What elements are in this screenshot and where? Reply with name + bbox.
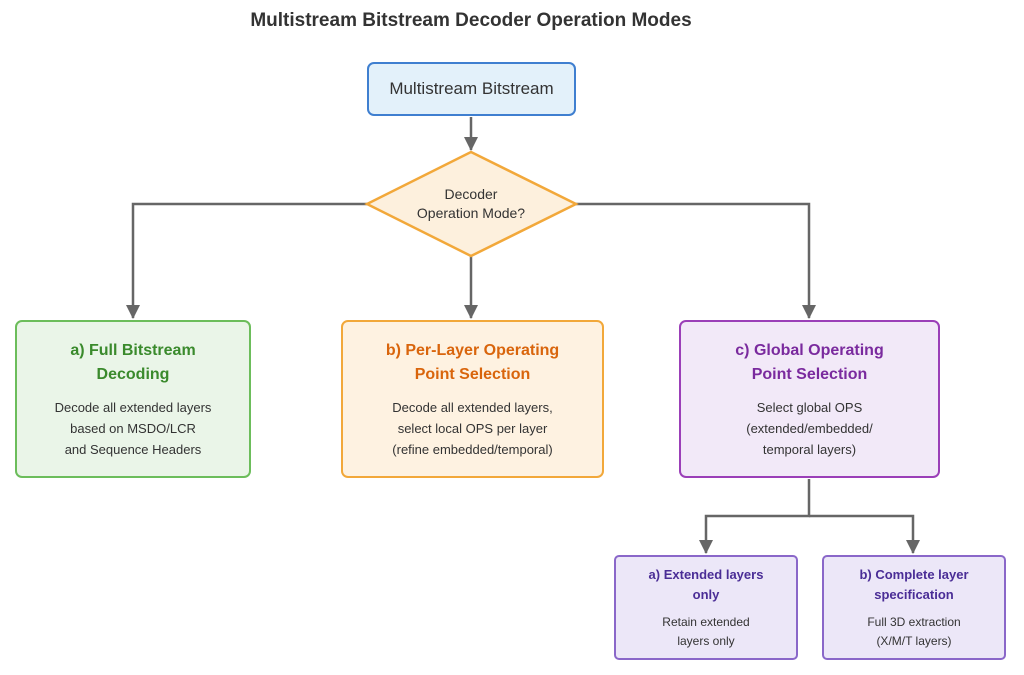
- node-complete-layer-spec: b) Complete layer specification Full 3D …: [822, 555, 1006, 660]
- edge-mode-c-to-sub-1: [699, 479, 811, 554]
- decision-diamond: [364, 150, 579, 258]
- node-multistream-bitstream-label: Multistream Bitstream: [389, 79, 554, 98]
- node-multistream-bitstream: Multistream Bitstream: [367, 62, 576, 116]
- node-complete-layer-spec-title: b) Complete layer specification: [859, 566, 969, 602]
- edge-decision-to-mode-c: [575, 202, 816, 319]
- node-extended-layers-only-title: a) Extended layers only: [648, 566, 764, 602]
- node-global-ops-desc: Select global OPS (extended/embedded/ te…: [746, 399, 873, 457]
- edge-decision-to-mode-a: [126, 202, 368, 319]
- node-full-bitstream-decoding-title: a) Full Bitstream Decoding: [70, 341, 196, 383]
- node-full-bitstream-decoding: a) Full Bitstream Decoding Decode all ex…: [15, 320, 251, 478]
- node-global-ops-title: c) Global Operating Point Selection: [735, 341, 884, 383]
- node-per-layer-ops: b) Per-Layer Operating Point Selection D…: [341, 320, 604, 478]
- node-full-bitstream-decoding-desc: Decode all extended layers based on MSDO…: [54, 399, 212, 457]
- edge-mode-c-to-sub-2: [809, 514, 920, 554]
- node-complete-layer-spec-desc: Full 3D extraction (X/M/T layers): [867, 614, 961, 648]
- node-per-layer-ops-desc: Decode all extended layers, select local…: [392, 399, 553, 457]
- diagram-title: Multistream Bitstream Decoder Operation …: [250, 10, 692, 31]
- node-global-ops: c) Global Operating Point Selection Sele…: [679, 320, 940, 478]
- node-per-layer-ops-title: b) Per-Layer Operating Point Selection: [385, 341, 560, 383]
- node-extended-layers-only-desc: Retain extended layers only: [662, 614, 750, 648]
- node-extended-layers-only: a) Extended layers only Retain extended …: [614, 555, 798, 660]
- decision-label: Decoder Operation Mode?: [416, 186, 526, 221]
